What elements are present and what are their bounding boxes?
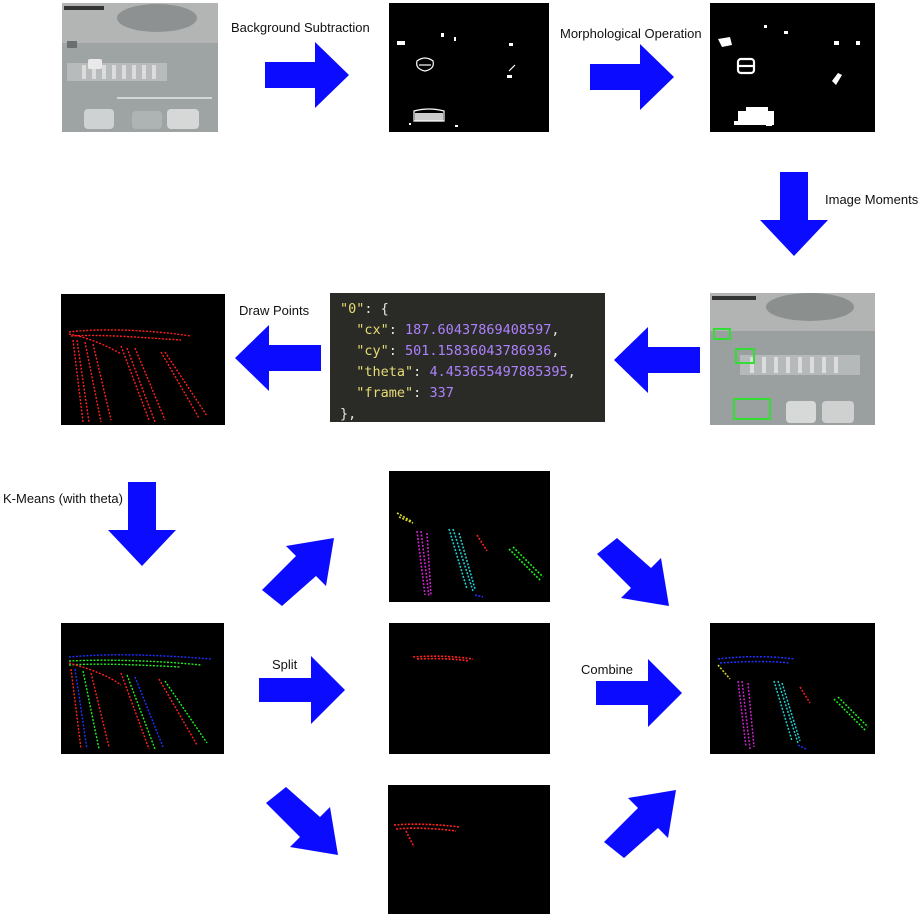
record-key: "0" bbox=[340, 301, 365, 317]
combined-result-panel bbox=[710, 623, 875, 754]
cluster-subset-panel-middle bbox=[389, 623, 550, 754]
image-moments-label: Image Moments bbox=[825, 192, 919, 207]
trajectory-points-panel bbox=[61, 294, 225, 425]
block-arrow-icon bbox=[590, 44, 674, 110]
block-arrow-icon bbox=[259, 656, 345, 724]
theta-key: "theta" bbox=[356, 364, 414, 380]
detection-overlay-frame bbox=[710, 293, 875, 425]
frame-key: "frame" bbox=[356, 385, 414, 401]
cluster-subset-panel-bottom bbox=[388, 785, 550, 914]
block-arrow-icon bbox=[597, 538, 669, 606]
block-arrow-icon bbox=[604, 790, 676, 858]
block-arrow-icon bbox=[614, 327, 700, 393]
kmeans-clustered-panel bbox=[61, 623, 224, 754]
block-arrow-icon bbox=[760, 172, 828, 256]
block-arrow-icon bbox=[596, 659, 682, 727]
cy-value: 501.15836043786936 bbox=[405, 343, 552, 359]
morphology-result-panel bbox=[710, 3, 875, 132]
block-arrow-icon bbox=[262, 538, 334, 606]
morphological-operation-label: Morphological Operation bbox=[560, 26, 702, 41]
block-arrow-icon bbox=[108, 482, 176, 566]
cx-value: 187.60437869408597 bbox=[405, 322, 552, 338]
cluster-subset-panel-top bbox=[389, 471, 550, 602]
cx-key: "cx" bbox=[356, 322, 389, 338]
draw-points-label: Draw Points bbox=[239, 303, 310, 318]
foreground-mask-panel bbox=[389, 3, 549, 132]
frame-value: 337 bbox=[429, 385, 454, 401]
combine-label: Combine bbox=[581, 662, 634, 677]
split-label: Split bbox=[272, 657, 298, 672]
kmeans-label: K-Means (with theta) bbox=[3, 491, 123, 506]
block-arrow-icon bbox=[265, 42, 349, 108]
block-arrow-icon bbox=[235, 325, 321, 391]
cy-key: "cy" bbox=[356, 343, 389, 359]
block-arrow-icon bbox=[266, 787, 338, 855]
background-subtraction-label: Background Subtraction bbox=[231, 20, 370, 35]
theta-value: 4.453655497885395 bbox=[429, 364, 568, 380]
traffic-camera-frame bbox=[62, 3, 218, 132]
moment-json-snippet: "0": { "cx": 187.60437869408597, "cy": 5… bbox=[330, 293, 605, 422]
